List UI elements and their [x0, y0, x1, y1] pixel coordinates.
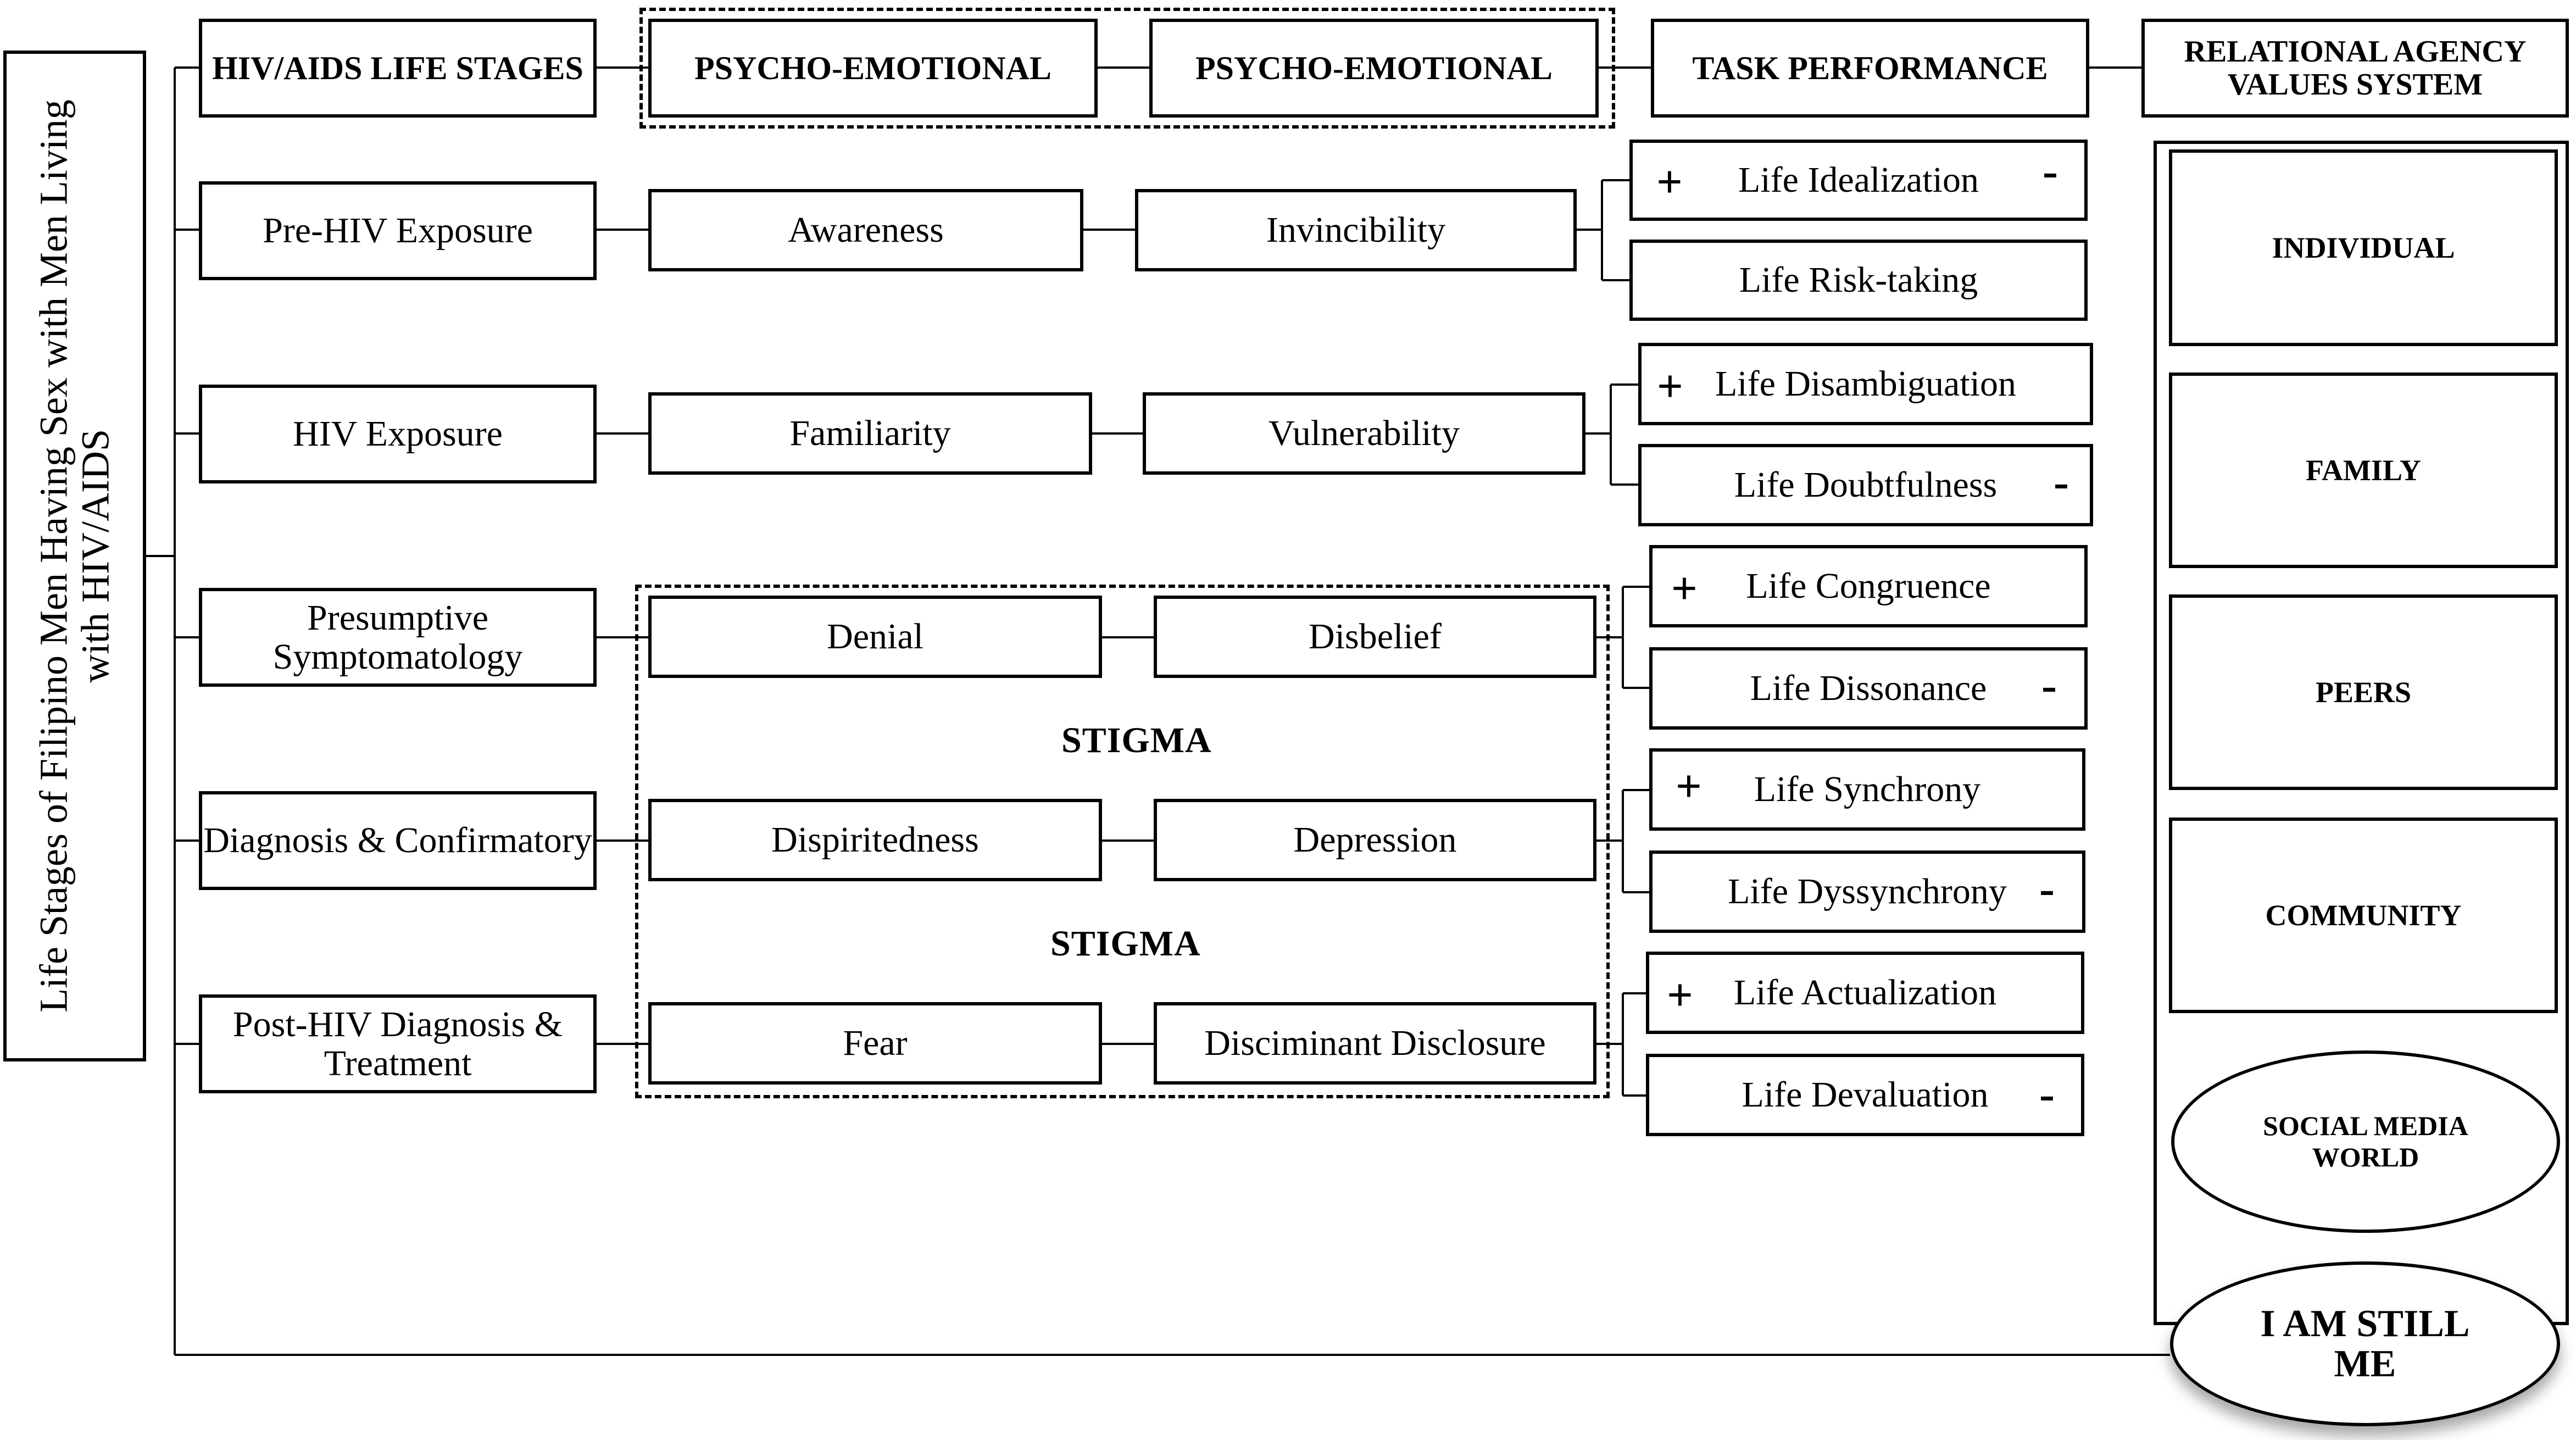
- social-media-world: SOCIAL MEDIA WORLD: [2171, 1050, 2560, 1233]
- task-negative-label: Life Dyssynchrony: [1728, 871, 2007, 912]
- diagram-title-box: Life Stages of Filipino Men Having Sex w…: [3, 51, 146, 1061]
- psycho-emotional-header-group: [639, 8, 1615, 129]
- stage-hiv-exposure: HIV Exposure: [199, 385, 597, 483]
- task-negative-label: Life Dissonance: [1750, 668, 1987, 709]
- diagram-title: Life Stages of Filipino Men Having Sex w…: [31, 99, 117, 1013]
- task-negative-row4: Life Dyssynchrony: [1649, 850, 2085, 933]
- stage-presumptive-symptomatology: Presumptive Symptomatology: [199, 588, 597, 687]
- plus-sign: +: [1667, 970, 1693, 1021]
- plus-sign: +: [1676, 761, 1702, 812]
- stigma-label-1: STIGMA: [1061, 720, 1212, 760]
- psycho2-disbelief: Disbelief: [1154, 596, 1596, 678]
- task-positive-row2: Life Disambiguation: [1638, 343, 2093, 425]
- task-negative-row1: Life Risk-taking: [1629, 240, 2088, 321]
- header-psycho-emotional-1: PSYCHO-EMOTIONAL: [648, 19, 1098, 118]
- header-psycho-emotional-2: PSYCHO-EMOTIONAL: [1149, 19, 1599, 118]
- outcome-i-am-still-me: I AM STILL ME: [2170, 1261, 2560, 1426]
- psycho1-denial: Denial: [648, 596, 1102, 678]
- task-negative-label: Life Risk-taking: [1739, 260, 1978, 301]
- header-relational-agency: RELATIONAL AGENCY VALUES SYSTEM: [2141, 19, 2569, 118]
- minus-sign: -: [2043, 146, 2058, 197]
- plus-sign: +: [1671, 563, 1698, 614]
- task-positive-label: Life Actualization: [1733, 972, 1997, 1013]
- stigma-region: [635, 585, 1610, 1098]
- psycho2-disciminant-disclosure: Disciminant Disclosure: [1154, 1002, 1596, 1085]
- outcome-label: I AM STILL ME: [2260, 1302, 2470, 1385]
- task-negative-row3: Life Dissonance: [1649, 647, 2088, 730]
- task-positive-label: Life Disambiguation: [1715, 364, 2017, 404]
- header-task-performance: TASK PERFORMANCE: [1651, 19, 2089, 118]
- task-positive-row4: Life Synchrony: [1649, 748, 2085, 831]
- psycho1-awareness: Awareness: [648, 189, 1083, 271]
- psycho2-invincibility: Invincibility: [1135, 189, 1577, 271]
- task-negative-row2: Life Doubtfulness: [1638, 444, 2093, 526]
- task-negative-row5: Life Devaluation: [1646, 1054, 2084, 1136]
- minus-sign: -: [2039, 863, 2055, 914]
- task-positive-row5: Life Actualization: [1646, 952, 2084, 1034]
- psycho1-dispiritedness: Dispiritedness: [648, 799, 1102, 881]
- stigma-label-2: STIGMA: [1050, 924, 1201, 964]
- relational-family: FAMILY: [2169, 372, 2558, 568]
- plus-sign: +: [1657, 361, 1683, 412]
- header-life-stages: HIV/AIDS LIFE STAGES: [199, 19, 597, 118]
- social-media-label: SOCIAL MEDIA WORLD: [2263, 1110, 2468, 1173]
- stage-pre-hiv-exposure: Pre-HIV Exposure: [199, 181, 597, 280]
- relational-peers: PEERS: [2169, 594, 2558, 790]
- task-positive-row1: Life Idealization: [1629, 140, 2088, 221]
- psycho2-depression: Depression: [1154, 799, 1596, 881]
- task-positive-label: Life Idealization: [1738, 160, 1979, 201]
- task-positive-label: Life Synchrony: [1754, 769, 1981, 810]
- minus-sign: -: [2039, 1069, 2055, 1120]
- psycho1-familiarity: Familiarity: [648, 392, 1092, 475]
- minus-sign: -: [2054, 457, 2069, 508]
- task-negative-label: Life Devaluation: [1742, 1075, 1989, 1115]
- relational-community: COMMUNITY: [2169, 818, 2558, 1013]
- task-positive-row3: Life Congruence: [1649, 545, 2088, 627]
- relational-individual: INDIVIDUAL: [2169, 149, 2558, 346]
- psycho2-vulnerability: Vulnerability: [1143, 392, 1585, 475]
- plus-sign: +: [1656, 157, 1683, 208]
- psycho1-fear: Fear: [648, 1002, 1102, 1085]
- stage-diagnosis-confirmatory: Diagnosis & Confirmatory: [199, 791, 597, 890]
- task-negative-label: Life Doubtfulness: [1734, 465, 1998, 505]
- minus-sign: -: [2041, 660, 2057, 711]
- task-positive-label: Life Congruence: [1746, 566, 1991, 607]
- stage-post-hiv-diagnosis-treatment: Post-HIV Diagnosis & Treatment: [199, 994, 597, 1093]
